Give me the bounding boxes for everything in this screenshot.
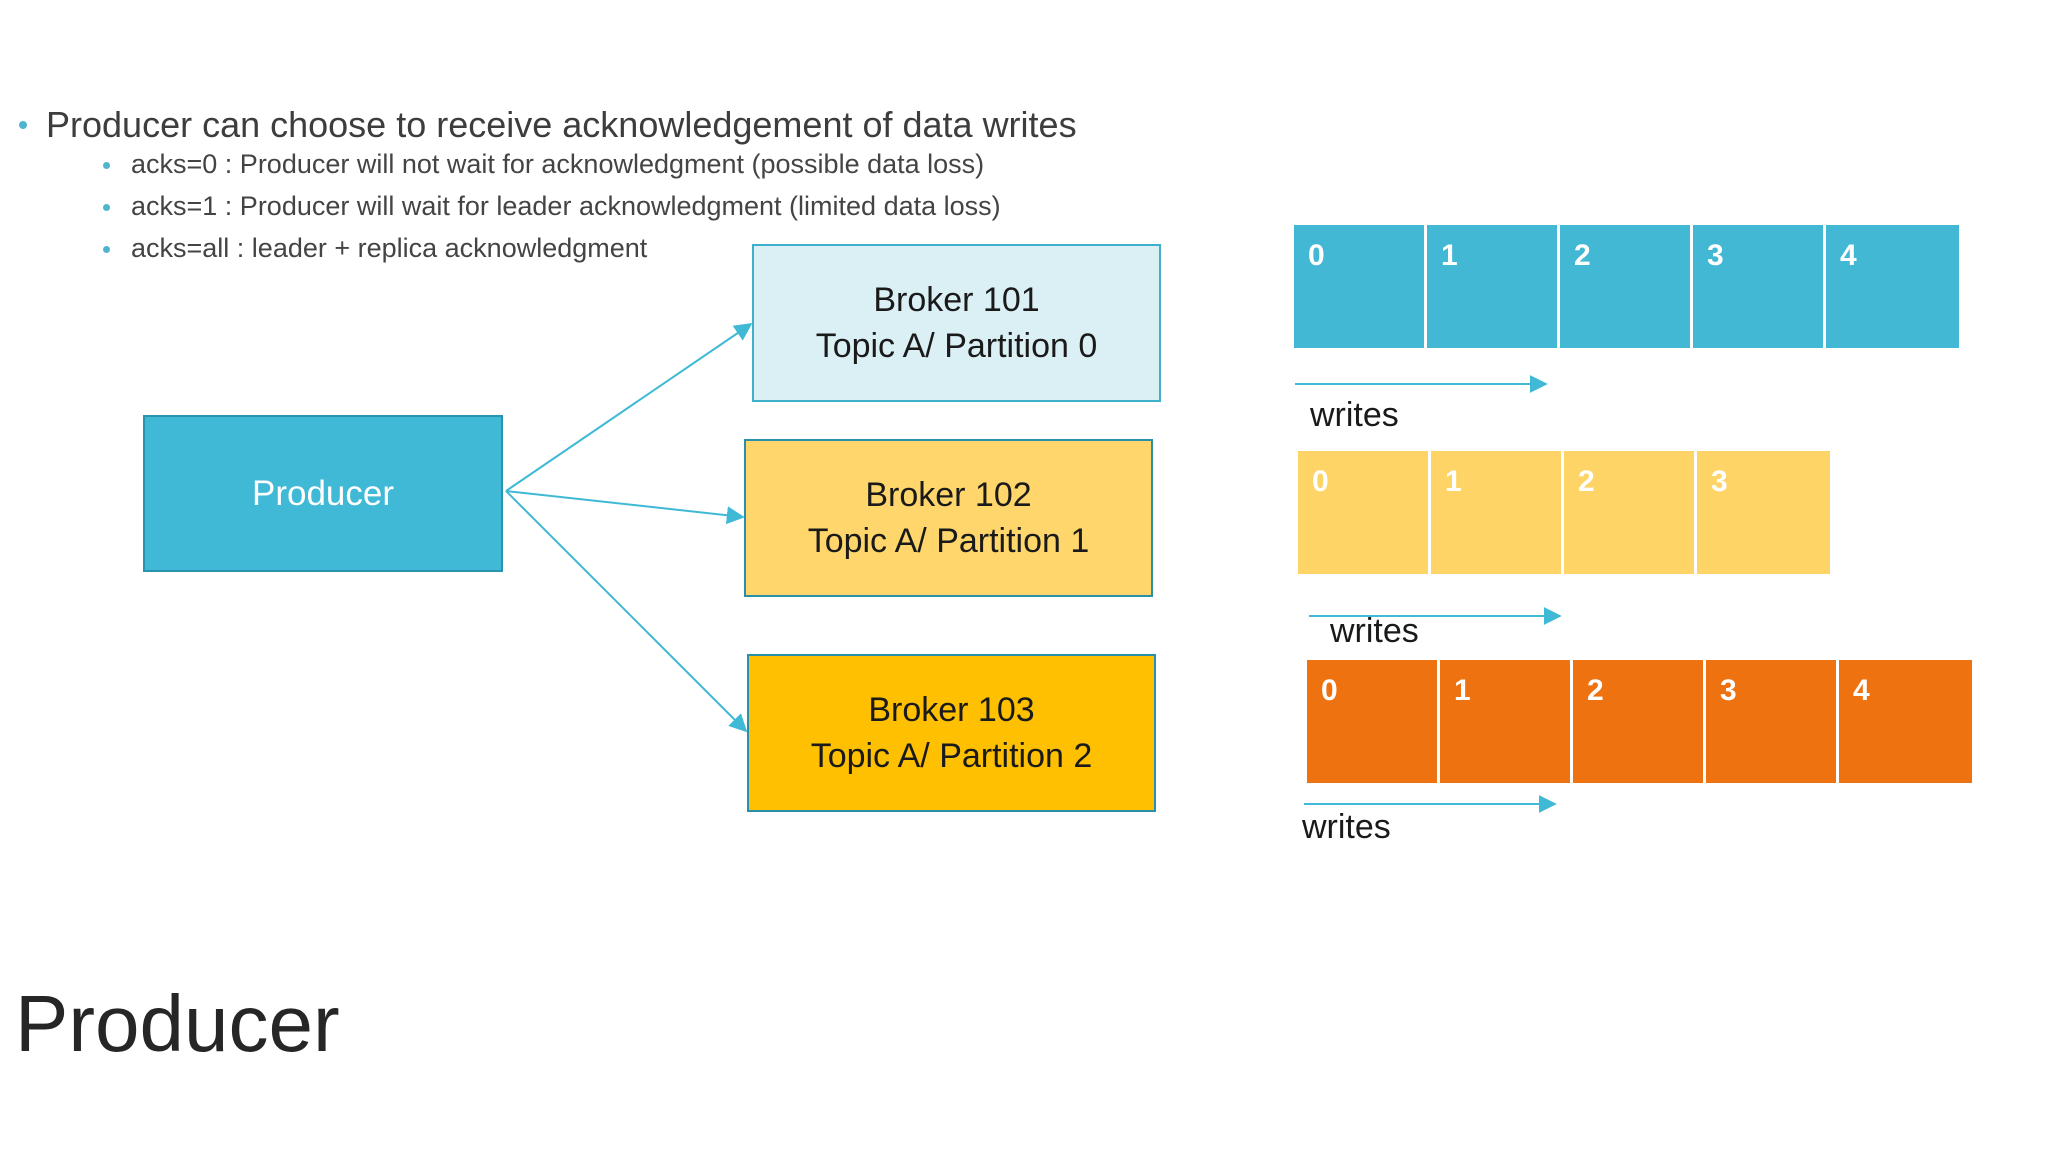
bullet-acks-0: acks=0 : Producer will not wait for ackn… [131, 149, 985, 179]
partition-1-log: 0 1 2 3 [1298, 451, 1830, 574]
bullet-acks-all: acks=all : leader + replica acknowledgme… [131, 233, 648, 263]
broker-103-box: Broker 103 Topic A/ Partition 2 [747, 654, 1156, 812]
broker-name: Broker 101 [873, 281, 1040, 319]
arrow-to-broker-102 [505, 490, 745, 525]
offset-cell: 3 [1706, 660, 1839, 783]
arrow-to-broker-103 [505, 490, 748, 733]
offset-cell: 4 [1826, 225, 1959, 348]
offset-cell: 0 [1307, 660, 1440, 783]
bullet-acks-1: acks=1 : Producer will wait for leader a… [131, 191, 1001, 221]
bullet-dot [19, 121, 27, 129]
partition-0-log: 0 1 2 3 4 [1294, 225, 1959, 348]
offset-cell: 2 [1573, 660, 1706, 783]
offset-cell: 1 [1431, 451, 1564, 574]
slide-title: Producer [15, 979, 340, 1068]
broker-partition: Topic A/ Partition 2 [810, 737, 1093, 775]
bullet-dot [103, 204, 110, 211]
bullet-main: Producer can choose to receive acknowled… [46, 104, 1077, 145]
partition-2-log: 0 1 2 3 4 [1307, 660, 1972, 783]
offset-cell: 2 [1564, 451, 1697, 574]
offset-cell: 3 [1693, 225, 1826, 348]
producer-box: Producer [143, 415, 503, 572]
bullet-dot [103, 246, 110, 253]
writes-label-0: writes [1310, 396, 1399, 434]
offset-cell: 0 [1294, 225, 1427, 348]
broker-name: Broker 103 [868, 691, 1035, 729]
bullet-dot [103, 162, 110, 169]
broker-102-box: Broker 102 Topic A/ Partition 1 [744, 439, 1153, 597]
broker-partition: Topic A/ Partition 0 [815, 327, 1098, 365]
writes-label-1: writes [1330, 612, 1419, 650]
broker-partition: Topic A/ Partition 1 [807, 522, 1090, 560]
writes-label-2: writes [1302, 808, 1391, 846]
arrow-to-broker-101 [505, 322, 753, 492]
offset-cell: 1 [1427, 225, 1560, 348]
offset-cell: 1 [1440, 660, 1573, 783]
offset-cell: 0 [1298, 451, 1431, 574]
broker-name: Broker 102 [865, 476, 1032, 514]
offset-cell: 2 [1560, 225, 1693, 348]
offset-cell: 3 [1697, 451, 1830, 574]
producer-label: Producer [251, 473, 395, 513]
broker-101-box: Broker 101 Topic A/ Partition 0 [752, 244, 1161, 402]
offset-cell: 4 [1839, 660, 1972, 783]
